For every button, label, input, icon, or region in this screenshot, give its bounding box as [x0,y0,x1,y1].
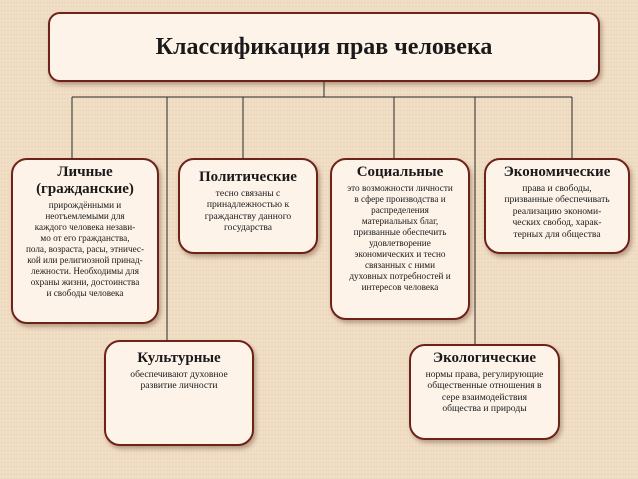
description-line: права и свободы, [522,183,592,194]
description-line: развитие личности [140,380,218,392]
description-line: реализацию экономи- [512,205,602,217]
economic-rights-title: Экономические [503,164,611,180]
description-line: сере взаимодействия [441,391,528,403]
description-line: экономических и тесно [354,249,446,259]
description-line: государства [223,222,273,234]
description-line: охраны жизни, достоинства [30,277,140,287]
description-line: каждого человека незави- [34,222,136,232]
description-line: распределения [371,205,429,215]
description-line: общества и природы [442,403,527,415]
ecological-rights-box: Экологические нормы права, регулирующие … [409,344,560,440]
description-line: нормы права, регулирующие [425,369,544,380]
description-line: прирождёнными и [48,200,122,210]
description-line: материальных благ, [361,216,439,226]
description-line: духовных потребностей и [349,271,451,281]
description-line: гражданству данного [204,210,292,222]
description-line: принадлежностью к [206,199,290,211]
cultural-rights-title: Культурные [137,350,221,366]
description-line: общественные отношения в [427,380,542,392]
personal-rights-box: Личные (гражданские) прирождёнными и нео… [11,158,159,324]
cultural-rights-box: Культурные обеспечивают духовное развити… [104,340,254,446]
political-rights-box: Политические тесно связаны с принадлежно… [178,158,318,254]
description-line: это возможности личности [347,183,453,193]
description-line: лежности. Необходимы для [31,266,139,276]
diagram-title: Классификация прав человека [155,34,493,60]
personal-rights-title: Личные [57,164,113,180]
description-line: ческих свобод, харак- [512,217,602,229]
description-line: терных для общества [513,228,601,240]
description-line: кой или религиозной принад- [27,255,143,265]
political-rights-description: тесно связаны с принадлежностью к гражда… [184,188,312,234]
social-rights-title: Социальные [356,164,444,180]
personal-rights-subtitle: (гражданские) [36,181,134,197]
social-rights-box: Социальные это возможности личности в сф… [330,158,470,320]
description-line: и свободы человека [46,288,124,298]
description-line: интересов человека [361,282,439,292]
economic-rights-box: Экономические права и свободы, призванны… [484,158,630,254]
root-box: Классификация прав человека [48,12,600,82]
description-line: неотъемлемыми для [45,211,125,221]
description-line: призванные обеспечивать [504,194,610,206]
political-rights-title: Политические [199,169,297,185]
economic-rights-description: права и свободы, призванные обеспечивать… [490,183,624,240]
description-line: пола, возраста, расы, этничес- [25,244,145,254]
description-line: связанных с ними [364,260,436,270]
description-line: мо от его гражданства, [40,233,130,243]
description-line: призванные обеспечить [353,227,447,237]
social-rights-description: это возможности личности в сфере произво… [336,183,464,293]
cultural-rights-description: обеспечивают духовное развитие личности [110,369,248,392]
personal-rights-description: прирождёнными и неотъемлемыми для каждог… [16,200,154,299]
description-line: удовлетворение [369,238,431,248]
description-line: обеспечивают духовное [130,369,228,380]
ecological-rights-title: Экологические [432,350,537,366]
ecological-rights-description: нормы права, регулирующие общественные о… [415,369,554,415]
description-line: в сфере производства и [354,194,446,204]
description-line: тесно связаны с [215,188,281,199]
